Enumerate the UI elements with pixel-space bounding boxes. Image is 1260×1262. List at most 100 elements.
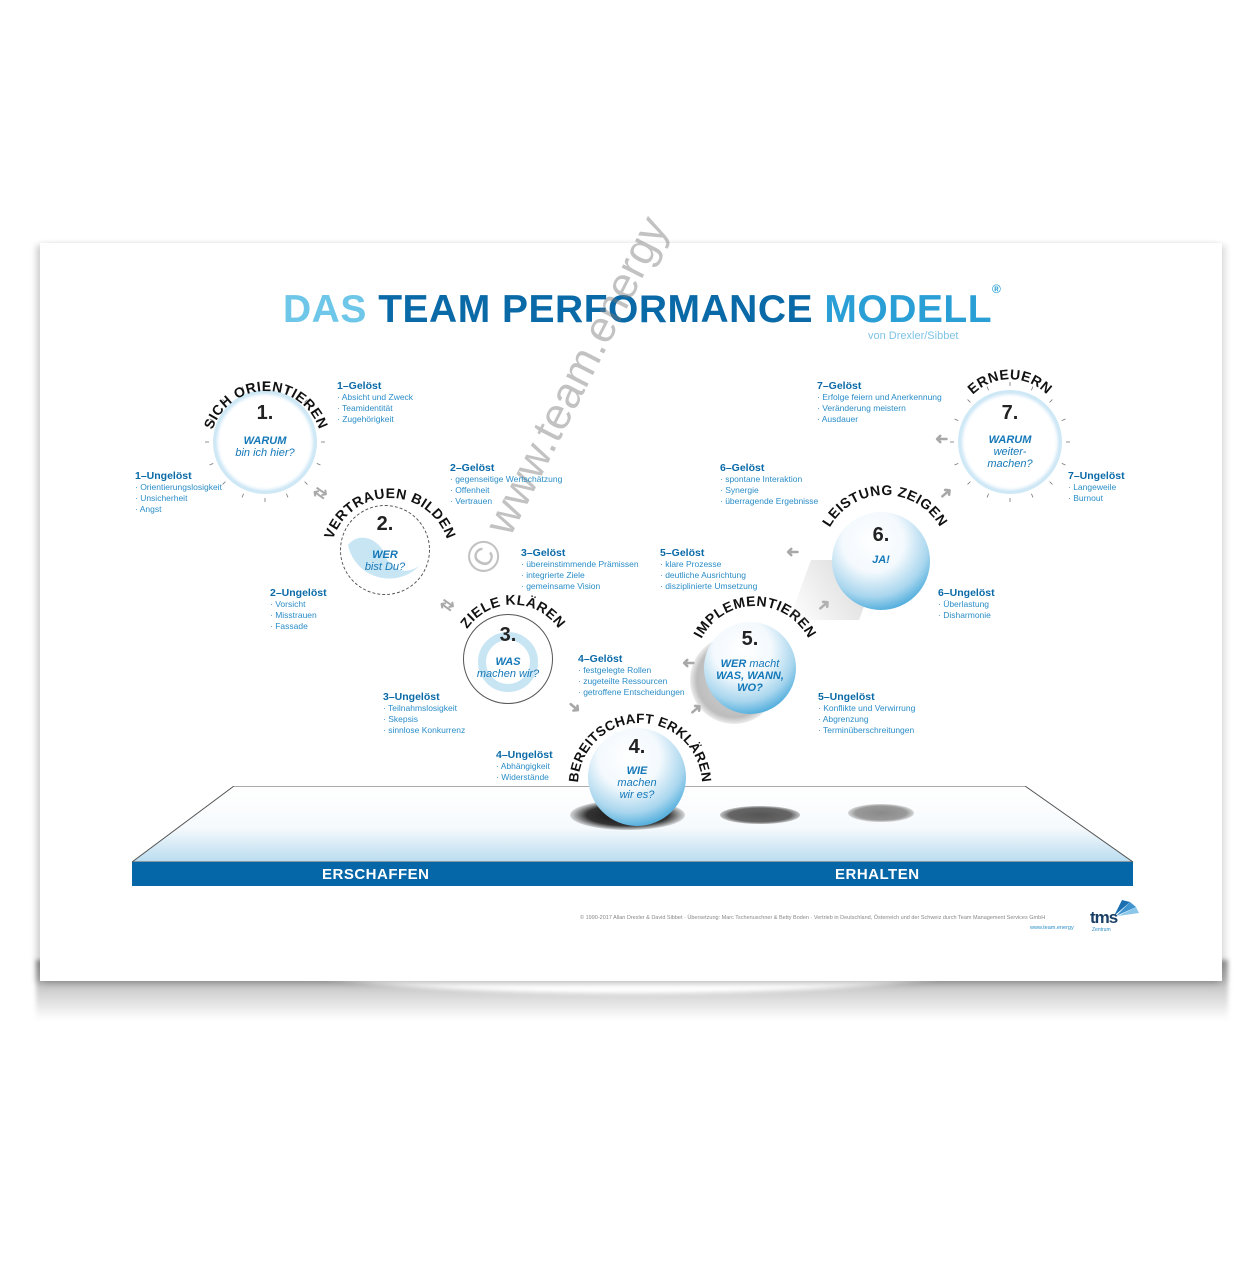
stage-5-unresolved-item: · Konflikte und Verwirrung xyxy=(818,703,916,713)
phase-band: ERSCHAFFEN ERHALTEN xyxy=(132,862,1133,886)
stage-7-question-rest: weiter- xyxy=(993,446,1027,458)
stage-5-question-line3: WO? xyxy=(737,682,763,694)
stage-6-number: 6. xyxy=(872,524,890,546)
stage-3-name: ZIELE KLÄREN xyxy=(457,592,569,631)
stage-4-question-rest: machen wir es? xyxy=(617,777,657,801)
stage-3-resolved-item: · übereinstimmende Prämissen xyxy=(521,559,639,569)
stage-6-unresolved-item: · Überlastung xyxy=(938,599,990,609)
stage-5-resolved-item: · klare Prozesse xyxy=(660,559,722,569)
stage-2-question-bold: WER xyxy=(372,549,398,561)
stage-2-unresolved-item: · Fassade xyxy=(270,621,308,631)
stage-4-name: BEREITSCHAFT ERKLÄREN xyxy=(566,711,714,783)
stage-2-resolved-item: · gegenseitige Wertschätzung xyxy=(450,474,563,484)
stage-1-name-arc: SICH ORIENTIEREN xyxy=(200,378,331,431)
title-part-das: DAS xyxy=(283,288,367,331)
stage-1-unresolved-item: · Orientierungslosigkeit xyxy=(135,482,222,492)
stage-6-question-bold: JA! xyxy=(872,554,890,566)
stage-5-resolved-item: · disziplinierte Umsetzung xyxy=(660,581,758,591)
stage-4-name-arc: BEREITSCHAFT ERKLÄREN xyxy=(566,711,714,783)
stage-4-unresolved-heading: 4–Ungelöst xyxy=(496,749,553,761)
stage-5-number: 5. xyxy=(741,628,759,650)
stage-2-name-arc: VERTRAUEN BILDEN xyxy=(321,485,460,541)
stage-4-question: WIE machen wir es? xyxy=(588,765,686,801)
stage-5-question-line2: WAS, WANN, xyxy=(716,670,784,682)
tms-logo-fan-icon xyxy=(1114,900,1139,916)
footer-url-link[interactable]: www.team.energy xyxy=(1030,925,1074,931)
stage-5-unresolved-heading: 5–Ungelöst xyxy=(818,691,875,703)
stage-5-question-rest: macht xyxy=(749,658,780,670)
stage-3-question-bold: WAS xyxy=(495,656,521,668)
stage-3-question: WAS machen wir? xyxy=(463,656,553,680)
stage-2-wave-fill xyxy=(348,537,424,579)
stage-2-name: VERTRAUEN BILDEN xyxy=(321,485,459,541)
stage-4: 4. WIE machen wir es? xyxy=(588,728,686,826)
stage-3-unresolved-item: · Skepsis xyxy=(383,714,418,724)
stage-5: 5. WER macht WAS, WANN, WO? xyxy=(704,622,796,714)
svg-text:ERNEUERN: ERNEUERN xyxy=(964,366,1055,397)
stage-3: 3. WAS machen wir? xyxy=(463,614,553,704)
stage-6-resolved-heading: 6–Gelöst xyxy=(720,462,765,474)
stage-7-resolved: 7–Gelöst · Erfolge feiern und Anerkennun… xyxy=(817,380,942,425)
stage-5-unresolved: 5–Ungelöst · Konflikte und Verwirrung · … xyxy=(818,691,915,736)
stage-1-unresolved: 1–Ungelöst · Orientierungslosigkeit · Un… xyxy=(135,470,222,515)
stage-6-resolved-item: · spontane Interaktion xyxy=(720,474,803,484)
stage-2-number: 2. xyxy=(376,513,394,535)
stage-3-resolved-item: · integrierte Ziele xyxy=(521,570,585,580)
stage-7-question-bold: WARUM xyxy=(988,434,1032,446)
stage-4-resolved-item: · festgelegte Rollen xyxy=(578,665,652,675)
svg-text:SICH ORIENTIEREN: SICH ORIENTIEREN xyxy=(200,378,331,431)
stage-7-resolved-item: · Ausdauer xyxy=(817,414,859,424)
stage-7-ticks xyxy=(950,382,1070,502)
ball-shadow-6 xyxy=(848,804,914,822)
stage-7-question-line2: machen? xyxy=(987,458,1033,470)
stage-6-name-arc: LEISTUNG ZEIGEN xyxy=(819,482,951,529)
stage-1-question-rest: bin ich hier? xyxy=(235,447,295,459)
stage-4-resolved: 4–Gelöst · festgelegte Rollen · zugeteil… xyxy=(578,653,685,698)
phase-label-erschaffen: ERSCHAFFEN xyxy=(322,866,430,883)
stage-1-name: SICH ORIENTIEREN xyxy=(200,378,331,431)
stage-2-unresolved: 2–Ungelöst · Vorsicht · Misstrauen · Fas… xyxy=(270,587,327,632)
stage-7-circle xyxy=(958,390,1062,494)
stage-4-resolved-item: · zugeteilte Ressourcen xyxy=(578,676,668,686)
svg-text:BEREITSCHAFT ERKLÄREN: BEREITSCHAFT ERKLÄREN xyxy=(566,711,714,783)
stage-2-resolved-item: · Vertrauen xyxy=(450,496,493,506)
stage-3-resolved-heading: 3–Gelöst xyxy=(521,547,566,559)
phase-label-erhalten: ERHALTEN xyxy=(835,866,920,883)
stage-6-resolved-item: · überragende Ergebnisse xyxy=(720,496,819,506)
stage-6-unresolved-heading: 6–Ungelöst xyxy=(938,587,995,599)
stage-3-inner-ring xyxy=(478,632,538,692)
stage-5-sphere xyxy=(704,622,796,714)
stage-1-circle xyxy=(213,390,317,494)
stage-2-question: WER bist Du? xyxy=(340,549,430,573)
stage-7-resolved-heading: 7–Gelöst xyxy=(817,380,862,392)
stage-2-question-rest: bist Du? xyxy=(364,561,406,573)
stage-6-resolved-item: · Synergie xyxy=(720,485,759,495)
registered-mark: ® xyxy=(992,282,1002,296)
stage-3-number: 3. xyxy=(499,624,517,646)
stage-4-unresolved-item: · Widerstände xyxy=(496,772,549,782)
stage-6-unresolved-item: · Disharmonie xyxy=(938,610,991,620)
stage-1-resolved-item: · Zugehörigkeit xyxy=(337,414,394,424)
stage-3-unresolved: 3–Ungelöst · Teilnahmslosigkeit · Skepsi… xyxy=(383,691,465,736)
tms-logo: tms Zentrum xyxy=(1090,898,1140,938)
ball-shadow-5 xyxy=(720,806,800,824)
tms-logo-subtext: Zentrum xyxy=(1092,927,1111,933)
stage-1-resolved: 1–Gelöst · Absicht und Zweck · Teamident… xyxy=(337,380,413,425)
stage-3-unresolved-item: · Teilnahmslosigkeit xyxy=(383,703,458,713)
stage-3-resolved: 3–Gelöst · übereinstimmende Prämissen · … xyxy=(521,547,639,592)
stage-7-question: WARUM weiter- machen? xyxy=(958,434,1062,470)
stage-1-question-bold: WARUM xyxy=(243,435,287,447)
stage-7-resolved-item: · Erfolge feiern und Anerkennung xyxy=(817,392,942,402)
stage-4-unresolved: 4–Ungelöst · Abhängigkeit · Widerstände xyxy=(496,749,553,783)
stage-1-resolved-item: · Absicht und Zweck xyxy=(337,392,414,402)
stage-5-question-bold: WER xyxy=(720,658,747,670)
stage-2-unresolved-heading: 2–Ungelöst xyxy=(270,587,327,599)
stage-4-number: 4. xyxy=(628,736,646,758)
svg-text:ZIELE KLÄREN: ZIELE KLÄREN xyxy=(457,592,569,631)
stage-2-resolved-heading: 2–Gelöst xyxy=(450,462,495,474)
title-part-team-performance: TEAM PERFORMANCE xyxy=(378,288,814,331)
stage-4-sphere xyxy=(588,728,686,826)
svg-text:VERTRAUEN BILDEN: VERTRAUEN BILDEN xyxy=(321,485,460,541)
stage-2-resolved-item: · Offenheit xyxy=(450,485,490,495)
stage-2-unresolved-item: · Vorsicht xyxy=(270,599,306,609)
